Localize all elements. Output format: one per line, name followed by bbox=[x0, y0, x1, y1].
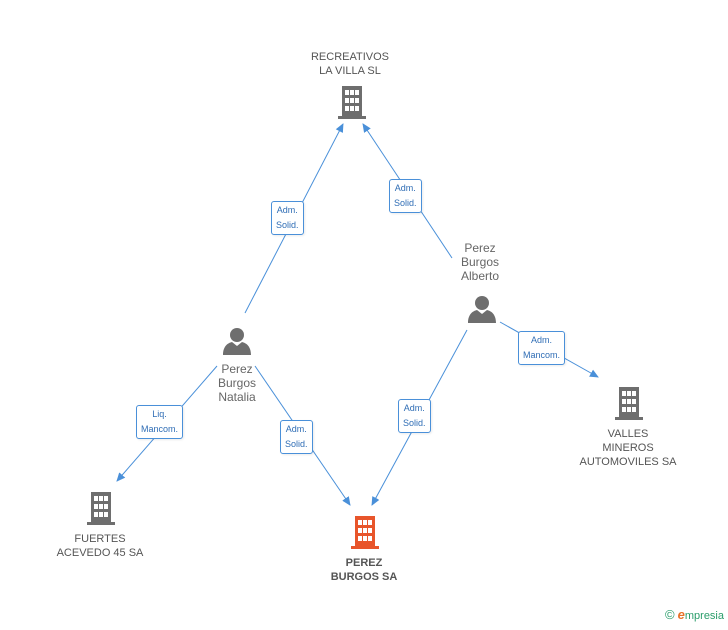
brand-initial: e bbox=[677, 607, 685, 622]
brand-name: mpresia bbox=[684, 610, 724, 622]
edge-label-alberto-valles[interactable]: Adm. Mancom. bbox=[518, 331, 566, 365]
node-label-valles: VALLES MINEROS AUTOMOVILES SA bbox=[579, 428, 677, 468]
brand-watermark: ©empresia bbox=[665, 607, 724, 622]
edge-label-natalia-fuertes[interactable]: Liq. Mancom. bbox=[136, 405, 184, 439]
copyright-symbol: © bbox=[665, 607, 675, 622]
building-icon bbox=[615, 387, 643, 420]
edge-label-alberto-recreativos[interactable]: Adm. Solid. bbox=[389, 179, 422, 213]
node-label-perez-burgos-sa: PEREZ BURGOS SA bbox=[330, 557, 398, 583]
node-label-natalia: Perez Burgos Natalia bbox=[217, 362, 257, 404]
building-icon bbox=[87, 492, 115, 525]
person-icon bbox=[223, 328, 251, 355]
node-label-recreativos: RECREATIVOS LA VILLA SL bbox=[310, 51, 390, 77]
building-icon bbox=[338, 86, 366, 119]
building-icon-main bbox=[351, 516, 379, 549]
edge-label-natalia-recreativos[interactable]: Adm. Solid. bbox=[271, 201, 304, 235]
node-label-alberto: Perez Burgos Alberto bbox=[460, 241, 500, 283]
edge-label-alberto-perez[interactable]: Adm. Solid. bbox=[398, 399, 431, 433]
person-icon bbox=[468, 296, 496, 323]
node-label-fuertes: FUERTES ACEVEDO 45 SA bbox=[56, 533, 144, 559]
edge-label-natalia-perez[interactable]: Adm. Solid. bbox=[280, 420, 313, 454]
